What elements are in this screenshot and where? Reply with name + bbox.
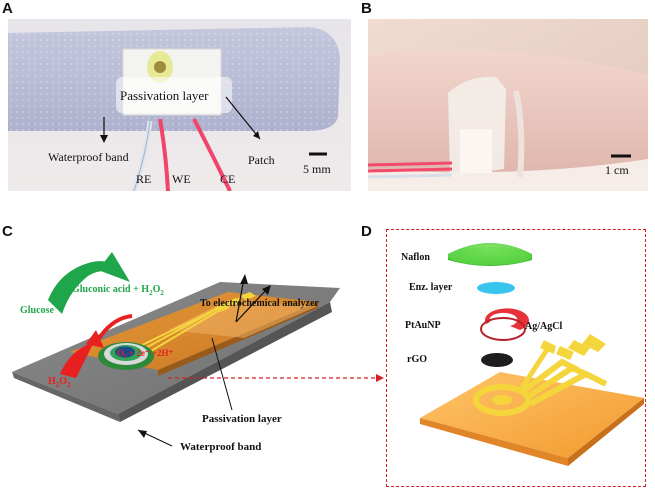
label-passivation-c: Passivation layer — [202, 413, 282, 425]
panel-letter-b: B — [361, 0, 372, 17]
label-h2o2: H2O2 — [48, 376, 71, 389]
label-reaction: O₂ + 2e⁻ +2H⁺ — [117, 348, 174, 358]
label-passivation-a: Passivation layer — [120, 88, 209, 103]
label-rgo: rGO — [407, 354, 427, 365]
h2o2-arrow — [60, 342, 94, 378]
panel-b-illustration — [368, 19, 648, 191]
label-scale-b: 1 cm — [605, 163, 629, 177]
label-analyzer: To electrochemical analyzer — [200, 298, 319, 309]
label-gluconic-acid: Gluconic acid + H2O2 — [72, 284, 164, 297]
ce-wire — [192, 118, 232, 191]
label-we: WE — [172, 172, 191, 186]
label-nafion: Naflon — [401, 252, 430, 263]
panel-letter-c: C — [2, 223, 13, 240]
label-scale-a: 5 mm — [303, 162, 331, 176]
panel-letter-d: D — [361, 223, 372, 240]
panel-b-photo: 1 cm — [368, 19, 648, 191]
label-enzyme-layer: Enz. layer — [409, 282, 453, 293]
label-patch: Patch — [248, 153, 275, 167]
arm-shape — [368, 50, 648, 191]
panel-d-frame — [386, 229, 646, 487]
label-ptaunp: PtAuNP — [405, 320, 441, 331]
panel-letter-a: A — [2, 0, 13, 17]
label-waterproof-band-a: Waterproof band — [48, 150, 129, 164]
label-waterproof-band-c: Waterproof band — [180, 441, 262, 453]
panel-a-photo: Passivation layer Waterproof band Patch … — [8, 19, 351, 191]
label-re: RE — [136, 172, 152, 186]
label-agagcl: Ag/AgCl — [525, 321, 563, 332]
panel-a-illustration — [8, 19, 351, 191]
label-glucose: Glucose — [20, 305, 54, 316]
we-wire — [158, 118, 170, 191]
label-ce: CE — [220, 172, 236, 186]
